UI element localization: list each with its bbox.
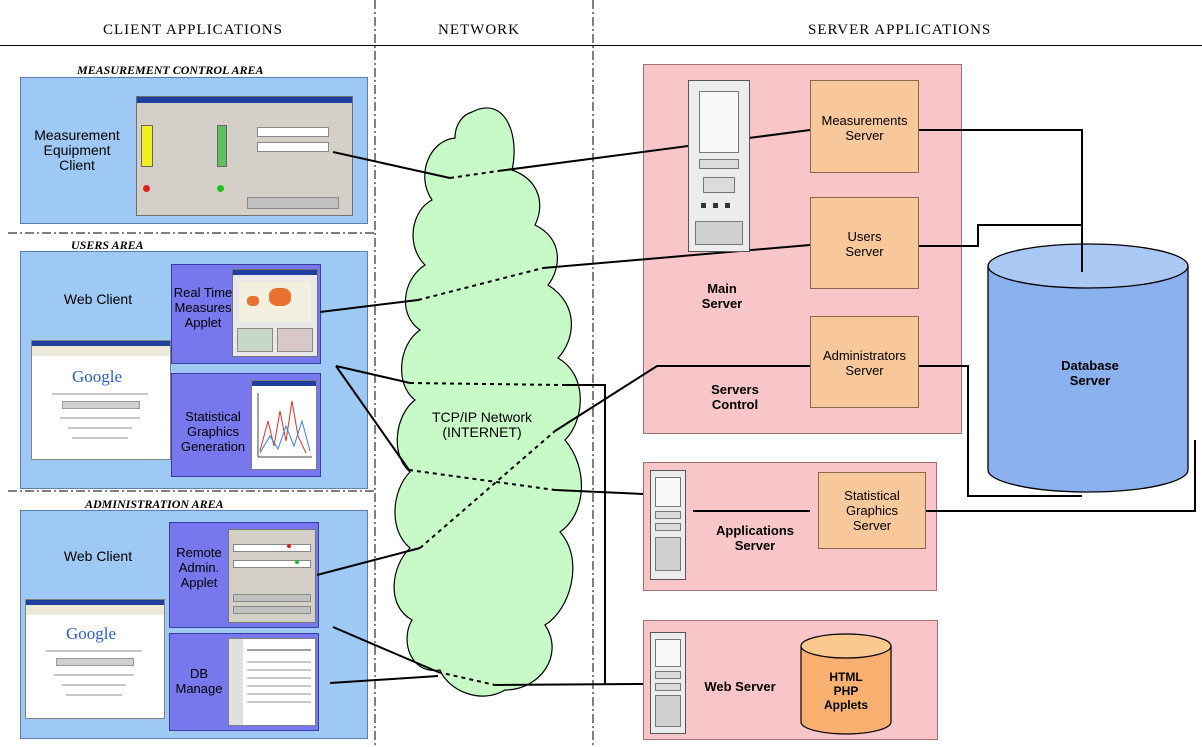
measurements-server-label-1: Measurements	[821, 113, 908, 128]
measurement-equipment-panel: Measurement Equipment Client	[20, 77, 368, 224]
server-applications-header: SERVER APPLICATIONS	[808, 22, 992, 38]
main-server-tower-icon	[688, 80, 750, 252]
applications-server-tower-icon	[650, 470, 686, 580]
users-server-box: Users Server	[810, 197, 919, 289]
administrators-server-label-1: Administrators	[822, 348, 907, 363]
real-time-applet-panel: Real Time Measures Applet	[171, 264, 321, 364]
network-cloud	[393, 107, 583, 697]
database-cylinder	[987, 243, 1189, 493]
users-area-title: USERS AREA	[71, 238, 144, 252]
client-applications-header: CLIENT APPLICATIONS	[103, 22, 283, 38]
measurements-server-box: Measurements Server	[810, 80, 919, 173]
header-rule	[0, 45, 1202, 46]
measurements-server-label-2: Server	[845, 128, 884, 143]
real-time-applet-label: Real Time Measures Applet	[173, 285, 233, 330]
google-logo: Google	[72, 367, 123, 386]
statistical-graphics-server-label-1: Statistical	[844, 488, 900, 503]
web-content-label: HTML PHP Applets	[823, 670, 868, 712]
remote-admin-panel: Remote Admin. Applet	[169, 522, 319, 628]
db-manage-label: DB Manage	[175, 666, 223, 696]
google-logo-admin: Google	[66, 624, 117, 643]
applications-server-label: Applications Server	[715, 523, 794, 553]
statistical-generation-label: Statistical Graphics Generation	[180, 409, 246, 454]
tcpip-network-label: TCP/IP Network (INTERNET)	[431, 409, 533, 440]
db-manage-panel: DB Manage	[169, 633, 319, 731]
users-browser-screenshot: Google	[31, 340, 171, 460]
admin-web-client-panel: Web Client Google Remote Admin. Applet D…	[20, 510, 368, 739]
servers-control-label: Servers Control	[711, 382, 759, 412]
statistical-graphics-server-label-2: Graphics	[845, 503, 899, 518]
statistical-graphics-server-box: Statistical Graphics Server	[818, 472, 926, 549]
db-manage-screenshot	[228, 638, 316, 726]
remote-admin-label: Remote Admin. Applet	[176, 545, 222, 590]
users-web-client-panel: Web Client Google Real Time Measures App…	[20, 251, 368, 489]
users-server-label-2: Server	[845, 244, 884, 259]
admin-area-title: ADMINISTRATION AREA	[85, 497, 224, 511]
network-header: NETWORK	[438, 22, 520, 38]
measurement-app-screenshot	[136, 96, 353, 216]
web-content-cylinder	[800, 633, 892, 735]
measurement-equipment-label: Measurement Equipment Client	[34, 127, 120, 173]
administrators-server-box: Administrators Server	[810, 316, 919, 408]
admin-browser-screenshot: Google	[25, 599, 165, 719]
database-server-label: Database Server	[1061, 358, 1119, 388]
users-web-client-label: Web Client	[63, 291, 133, 307]
admin-web-client-label: Web Client	[63, 548, 133, 564]
statistical-generation-panel: Statistical Graphics Generation	[171, 373, 321, 477]
main-server-label: Main Server	[701, 281, 743, 311]
statistical-graphics-server-label-3: Server	[852, 518, 892, 533]
web-server-tower-icon	[650, 632, 686, 734]
administrators-server-label-2: Server	[845, 363, 884, 378]
web-server-label: Web Server	[704, 679, 776, 694]
users-server-label-1: Users	[847, 229, 882, 244]
real-time-map-screenshot	[232, 269, 318, 357]
measurement-area-title: MEASUREMENT CONTROL AREA	[77, 63, 264, 77]
statistical-chart-screenshot	[251, 380, 317, 470]
remote-admin-screenshot	[228, 529, 316, 623]
